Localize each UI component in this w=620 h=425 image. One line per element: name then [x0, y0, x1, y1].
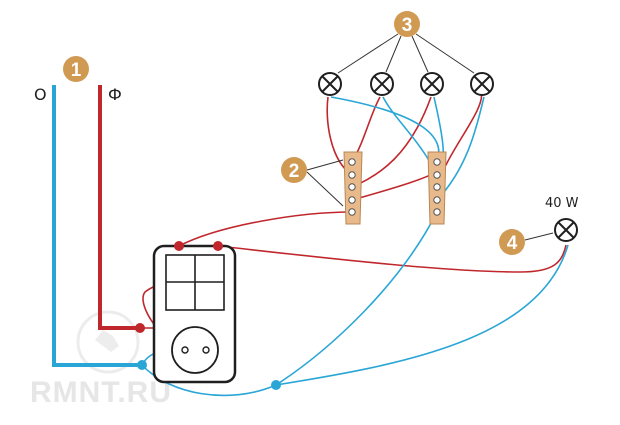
lamp-icon [318, 72, 342, 96]
badge-2-leaders [306, 159, 344, 207]
svg-text:3: 3 [402, 15, 413, 36]
badge-4-leader [524, 232, 554, 241]
double-switch-icon [165, 254, 225, 311]
junction-points [135, 241, 281, 390]
badge-3-leaders [337, 33, 475, 74]
neutral-supply-wire [52, 85, 140, 367]
badge-3: 3 [394, 11, 420, 37]
phase-label: Ф [108, 85, 122, 104]
lamp-icon [470, 72, 494, 96]
switch-socket-unit [152, 244, 237, 384]
svg-text:4: 4 [507, 233, 518, 254]
phase-supply-wire [98, 85, 140, 330]
lamp-icon [420, 72, 444, 96]
lamp-power-label: 40 W [545, 196, 579, 211]
power-socket-icon [171, 326, 219, 374]
badge-2: 2 [281, 157, 307, 183]
lamp-icon [370, 72, 394, 96]
svg-text:2: 2 [289, 161, 300, 182]
badge-4: 4 [499, 229, 525, 255]
terminal-block-right [427, 151, 447, 225]
svg-text:1: 1 [71, 60, 82, 81]
neutral-label: О [34, 85, 47, 104]
watermark: RMNT.RU [30, 310, 172, 409]
lamp-group [318, 72, 494, 96]
lamp-40w [554, 218, 578, 242]
watermark-text: RMNT.RU [30, 376, 172, 409]
badge-1: 1 [63, 56, 89, 82]
terminal-block-left [343, 151, 363, 225]
